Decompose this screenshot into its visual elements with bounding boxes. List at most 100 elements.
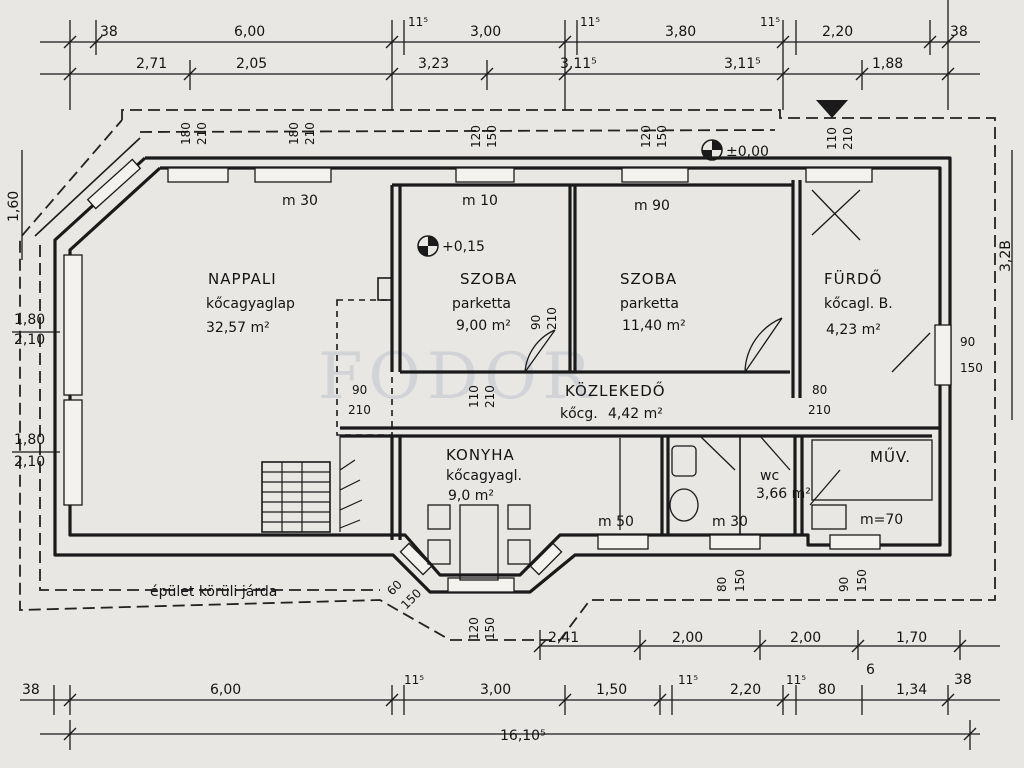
doors — [524, 189, 931, 506]
opening-size: 150 — [483, 617, 497, 640]
dim-top-9: 38 — [950, 24, 968, 40]
window — [447, 577, 515, 593]
dim-top2-5: 3,11⁵ — [724, 56, 761, 72]
windows — [63, 158, 952, 593]
dim-bottom2-10: 6 — [866, 662, 875, 678]
opening-size: 120 — [469, 125, 483, 148]
room-nappali-name: NAPPALI — [208, 270, 277, 288]
dim-top-6: 3,80 — [665, 24, 696, 40]
level-entry: ±0,00 — [726, 144, 769, 160]
room-szoba1-floor: parketta — [452, 296, 511, 312]
dim-bottom2-2: 6,00 — [210, 682, 241, 698]
window-mark: m=70 — [860, 512, 903, 528]
window — [805, 167, 873, 183]
sidewalk-label: épület körüli járda — [150, 584, 277, 600]
dim-bottom2-11: 1,34 — [896, 682, 927, 698]
dim-top2-6: 1,88 — [872, 56, 903, 72]
dim-left: 2,10 — [14, 332, 45, 348]
window — [254, 167, 332, 183]
opening-size: 150 — [485, 125, 499, 148]
room-szoba2-area: 11,40 m² — [622, 318, 686, 334]
room-kitchen-name: KONYHA — [446, 446, 515, 464]
opening-size: 110 — [467, 385, 481, 408]
opening-size: 150 — [733, 569, 747, 592]
opening-size: 120 — [639, 125, 653, 148]
dim-bottom2-9: 80 — [818, 682, 836, 698]
window — [621, 167, 689, 183]
dim-top-2: 6,00 — [234, 24, 265, 40]
opening-size: 150 — [855, 569, 869, 592]
opening-size: 150 — [960, 361, 983, 375]
opening-size: 180 — [287, 122, 301, 145]
window-mark: m 90 — [634, 198, 670, 214]
dim-right: 3,2B — [998, 240, 1014, 272]
dim-total: 16,10⁵ — [500, 728, 546, 744]
sidewalk-outline — [19, 109, 996, 641]
dim-left: 1,80 — [14, 432, 45, 448]
dim-bottom-2: 2,00 — [672, 630, 703, 646]
window-mark: m 50 — [598, 514, 634, 530]
dim-bottom-4: 1,70 — [896, 630, 927, 646]
dim-top2-4: 3,11⁵ — [560, 56, 597, 72]
window-mark: m 30 — [712, 514, 748, 530]
window — [63, 254, 83, 396]
dim-bottom2-7: 2,20 — [730, 682, 761, 698]
dim-bottom2-4: 3,00 — [480, 682, 511, 698]
window — [934, 324, 952, 386]
room-szoba2-name: SZOBA — [620, 270, 677, 288]
room-kitchen-floor: kőcagyagl. — [446, 468, 522, 484]
opening-size: 210 — [195, 122, 209, 145]
opening-size: 210 — [841, 127, 855, 150]
dim-left: 1,60 — [6, 191, 22, 222]
opening-size: 90 — [352, 383, 367, 397]
dim-top-3: 11⁵ — [408, 15, 428, 29]
room-kitchen-area: 9,0 m² — [448, 488, 494, 504]
dim-top-4: 3,00 — [470, 24, 501, 40]
opening-size: 90 — [529, 315, 543, 330]
window — [597, 534, 649, 550]
opening-size: 90 — [960, 335, 975, 349]
dim-bottom2-1: 38 — [22, 682, 40, 698]
dim-bottom2-3: 11⁵ — [404, 673, 424, 687]
dim-bottom2-6: 11⁵ — [678, 673, 698, 687]
window — [829, 534, 881, 550]
dim-top2-1: 2,71 — [136, 56, 167, 72]
left-dimension-lines: 1,60 1,80 2,10 1,80 2,10 — [6, 150, 60, 470]
right-dimension-lines: 3,2B — [998, 150, 1014, 420]
opening-size: 210 — [808, 403, 831, 417]
interior-walls — [261, 180, 940, 540]
dim-top2-3: 3,23 — [418, 56, 449, 72]
room-bathroom-floor: kőcagl. B. — [824, 296, 893, 312]
window — [63, 399, 83, 506]
opening-size: 210 — [303, 122, 317, 145]
room-szoba1-area: 9,00 m² — [456, 318, 511, 334]
opening-size: 80 — [715, 577, 729, 592]
room-labels: NAPPALI kőcagyaglap 32,57 m² SZOBA parke… — [206, 268, 911, 504]
opening-size: 180 — [179, 122, 193, 145]
opening-size: 110 — [825, 127, 839, 150]
dim-top2-2: 2,05 — [236, 56, 267, 72]
opening-size: 210 — [545, 307, 559, 330]
room-szoba2-floor: parketta — [620, 296, 679, 312]
fixtures — [427, 438, 933, 581]
dim-left: 1,80 — [14, 312, 45, 328]
dim-top-1: 38 — [100, 24, 118, 40]
bottom-dimension-lines: 2,41 2,00 2,00 1,70 38 6,00 11⁵ 3,00 1,5… — [20, 630, 1000, 750]
room-corridor-floor: kőcg. — [560, 406, 598, 422]
watermark: FODOR — [318, 340, 597, 414]
level-living: +0,15 — [442, 239, 485, 255]
room-corridor-name: KÖZLEKEDŐ — [565, 380, 666, 400]
room-storage-name: MŰV. — [870, 446, 911, 466]
opening-size: 150 — [655, 125, 669, 148]
top-dimension-lines: 38 6,00 11⁵ 3,00 11⁵ 3,80 11⁵ 2,20 38 2,… — [40, 0, 980, 110]
room-bathroom-name: FÜRDŐ — [824, 268, 882, 288]
dim-bottom2-12: 38 — [954, 672, 972, 688]
room-szoba1-name: SZOBA — [460, 270, 517, 288]
window-mark: m 30 — [282, 193, 318, 209]
dim-bottom2-8: 11⁵ — [786, 673, 806, 687]
window — [709, 534, 761, 550]
room-bathroom-area: 4,23 m² — [826, 322, 881, 338]
window-mark: m 10 — [462, 193, 498, 209]
dim-top-8: 2,20 — [822, 24, 853, 40]
room-nappali-floor: kőcagyaglap — [206, 296, 295, 312]
